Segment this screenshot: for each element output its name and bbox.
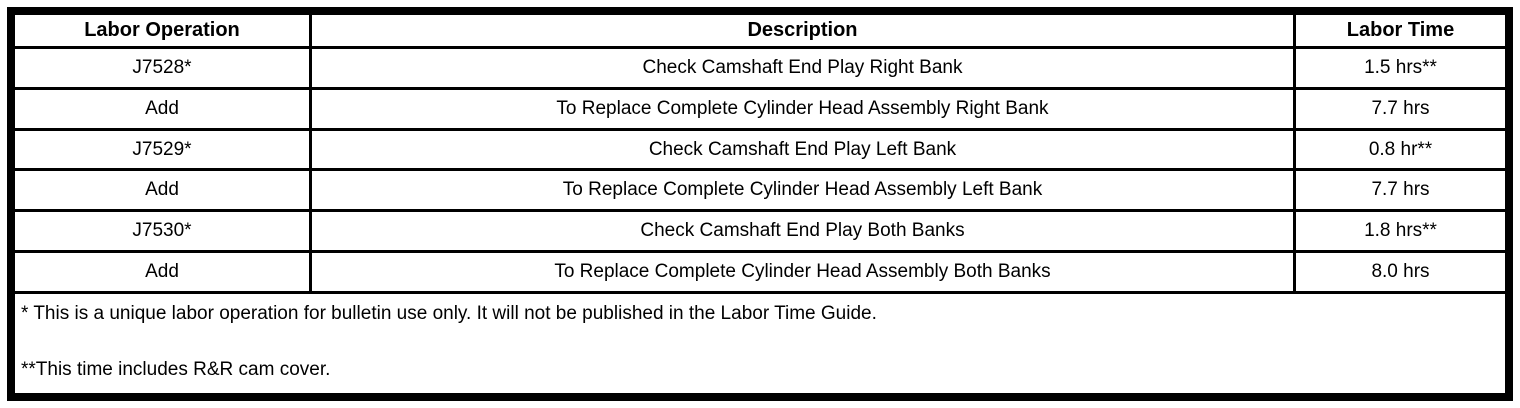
cell-labor-operation: Add [12, 86, 312, 131]
footnote-cell: * This is a unique labor operation for b… [12, 290, 1508, 397]
cell-labor-operation: J7529* [12, 127, 312, 172]
table-row: J7528* Check Camshaft End Play Right Ban… [12, 46, 1508, 90]
cell-labor-time: 1.5 hrs** [1293, 46, 1508, 90]
cell-labor-operation: Add [12, 168, 312, 213]
footnote-double-asterisk: **This time includes R&R cam cover. [21, 358, 331, 380]
cell-description: To Replace Complete Cylinder Head Assemb… [309, 168, 1296, 213]
cell-labor-time: 1.8 hrs** [1293, 209, 1508, 254]
table-row: Add To Replace Complete Cylinder Head As… [12, 86, 1508, 131]
cell-description: Check Camshaft End Play Right Bank [309, 46, 1296, 90]
table-row: J7529* Check Camshaft End Play Left Bank… [12, 127, 1508, 172]
cell-description: To Replace Complete Cylinder Head Assemb… [309, 250, 1296, 294]
cell-labor-operation: J7530* [12, 209, 312, 254]
cell-labor-time: 7.7 hrs [1293, 168, 1508, 213]
cell-labor-time: 0.8 hr** [1293, 127, 1508, 172]
column-header-description: Description [309, 12, 1296, 49]
cell-labor-time: 7.7 hrs [1293, 86, 1508, 131]
table-row: J7530* Check Camshaft End Play Both Bank… [12, 209, 1508, 254]
table-outer-border: Labor Operation Description Labor Time J… [7, 7, 1513, 401]
footnote-row: * This is a unique labor operation for b… [12, 290, 1508, 397]
column-header-labor-time: Labor Time [1293, 12, 1508, 49]
labor-time-table: Labor Operation Description Labor Time J… [12, 12, 1508, 397]
cell-description: To Replace Complete Cylinder Head Assemb… [309, 86, 1296, 131]
cell-description: Check Camshaft End Play Left Bank [309, 127, 1296, 172]
cell-labor-operation: Add [12, 250, 312, 294]
footnote-asterisk: * This is a unique labor operation for b… [21, 302, 877, 324]
table-row: Add To Replace Complete Cylinder Head As… [12, 168, 1508, 213]
cell-description: Check Camshaft End Play Both Banks [309, 209, 1296, 254]
column-header-labor-operation: Labor Operation [12, 12, 312, 49]
cell-labor-operation: J7528* [12, 46, 312, 90]
table-header-row: Labor Operation Description Labor Time [12, 12, 1508, 49]
table-row: Add To Replace Complete Cylinder Head As… [12, 250, 1508, 294]
cell-labor-time: 8.0 hrs [1293, 250, 1508, 294]
